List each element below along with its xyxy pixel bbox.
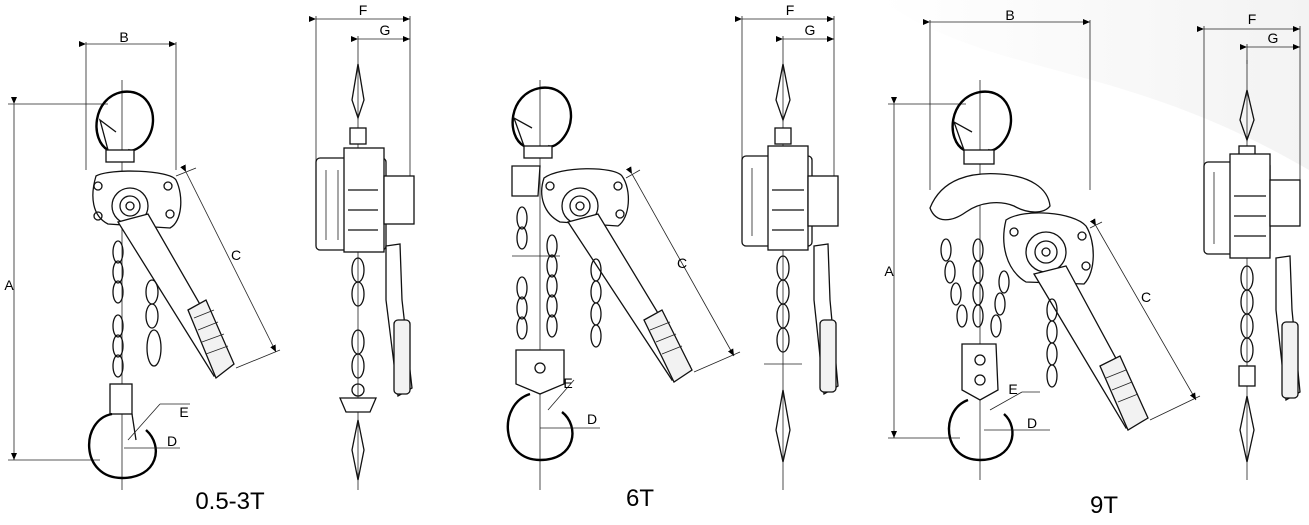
dim-label-a-3: A <box>884 263 894 279</box>
dim-label-d-3: D <box>1027 415 1037 431</box>
dim-label-g-2: G <box>805 22 816 38</box>
dim-label-b-1: B <box>119 29 128 45</box>
caption-model-0.5-3t: 0.5-3T <box>195 488 265 515</box>
dim-label-d-2: D <box>587 411 597 427</box>
dim-label-c-2: C <box>677 255 687 271</box>
dim-label-d-1: D <box>167 433 177 449</box>
dim-label-f-3: F <box>1248 11 1257 27</box>
model-9t-front-view <box>1197 26 1301 480</box>
dim-label-g-1: G <box>380 22 391 38</box>
dim-label-e-2: E <box>563 375 572 391</box>
caption-model-6t: 6T <box>626 485 654 512</box>
model-6t-front-view <box>735 16 839 490</box>
model-6t-side-view <box>506 80 741 490</box>
caption-model-9t: 9T <box>1090 492 1118 519</box>
dim-label-e-1: E <box>179 404 188 420</box>
dim-label-b-3: B <box>1005 7 1014 23</box>
dim-label-c-3: C <box>1141 289 1151 305</box>
background-swoosh <box>880 0 1309 170</box>
model-9t-side-view <box>888 19 1201 480</box>
dim-label-f-1: F <box>359 2 368 18</box>
dim-label-c-1: C <box>231 247 241 263</box>
dim-label-f-2: F <box>786 2 795 18</box>
model-0.5-3t-front-view <box>309 16 415 490</box>
model-0.5-3t-side-view <box>8 41 281 490</box>
dim-label-g-3: G <box>1268 30 1279 46</box>
dim-label-a-1: A <box>4 277 14 293</box>
dim-label-e-3: E <box>1008 381 1017 397</box>
